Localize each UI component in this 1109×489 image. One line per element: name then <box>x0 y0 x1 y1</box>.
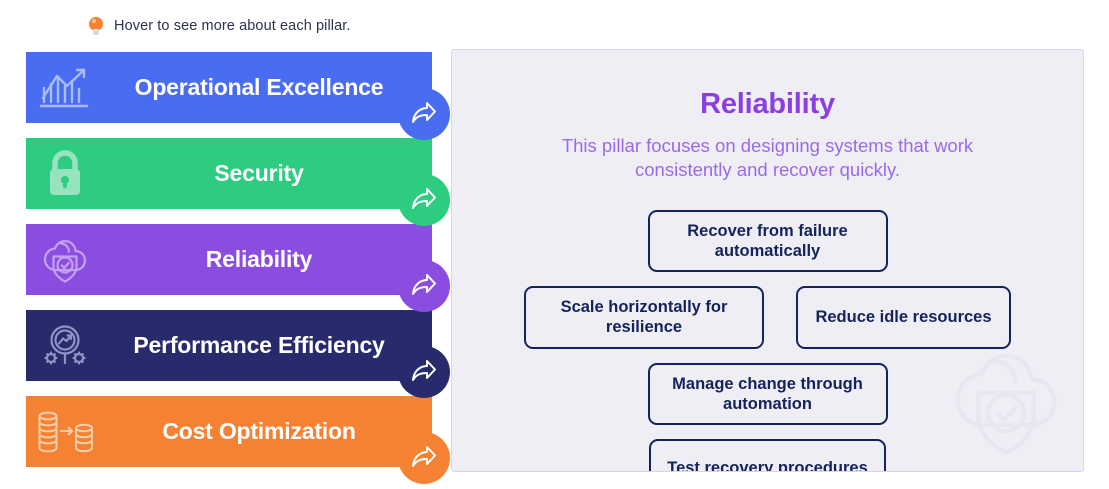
pillar-card-performance-efficiency[interactable]: Performance Efficiency <box>26 310 450 398</box>
forward-arrow-icon[interactable] <box>398 260 450 312</box>
coin-stacks-transfer-icon <box>26 408 104 456</box>
pillar-label: Security <box>214 160 304 187</box>
forward-arrow-icon[interactable] <box>398 88 450 140</box>
forward-arrow-icon[interactable] <box>398 174 450 226</box>
cloud-shield-check-icon <box>26 234 104 286</box>
pillar-card-cost-optimization[interactable]: Cost Optimization <box>26 396 450 484</box>
detail-chip[interactable]: Scale horizontally for resilience <box>524 286 764 349</box>
pillar-card-security[interactable]: Security <box>26 138 450 226</box>
detail-title: Reliability <box>700 88 835 120</box>
pillar-label: Performance Efficiency <box>133 332 385 359</box>
forward-arrow-icon[interactable] <box>398 432 450 484</box>
detail-description: This pillar focuses on designing systems… <box>561 135 974 181</box>
bar-chart-growth-icon <box>26 64 104 112</box>
pillar-detail-panel: Reliability This pillar focuses on desig… <box>451 49 1084 472</box>
pillar-label: Reliability <box>205 246 313 273</box>
hover-hint: Hover to see more about each pillar. <box>88 16 351 36</box>
detail-chip[interactable]: Reduce idle resources <box>796 286 1011 349</box>
detail-chip[interactable]: Recover from failure automatically <box>647 210 888 273</box>
detail-chip[interactable]: Manage change through automation <box>647 362 888 425</box>
pillar-card-reliability[interactable]: Reliability <box>26 224 450 312</box>
detail-chip-list: Recover from failure automatically Scale… <box>518 210 1018 471</box>
pillar-label: Operational Excellence <box>134 74 384 101</box>
lightbulb-icon <box>88 17 104 35</box>
forward-arrow-icon[interactable] <box>398 346 450 398</box>
gauge-magnifier-icon <box>26 320 104 372</box>
hover-hint-text: Hover to see more about each pillar. <box>114 18 351 34</box>
pillar-card-operational-excellence[interactable]: Operational Excellence <box>26 52 450 140</box>
detail-chip[interactable]: Test recovery procedures <box>649 438 886 471</box>
padlock-icon <box>26 148 104 200</box>
pillar-label: Cost Optimization <box>162 418 356 445</box>
pillar-list: Operational Excellence Security <box>26 52 450 484</box>
